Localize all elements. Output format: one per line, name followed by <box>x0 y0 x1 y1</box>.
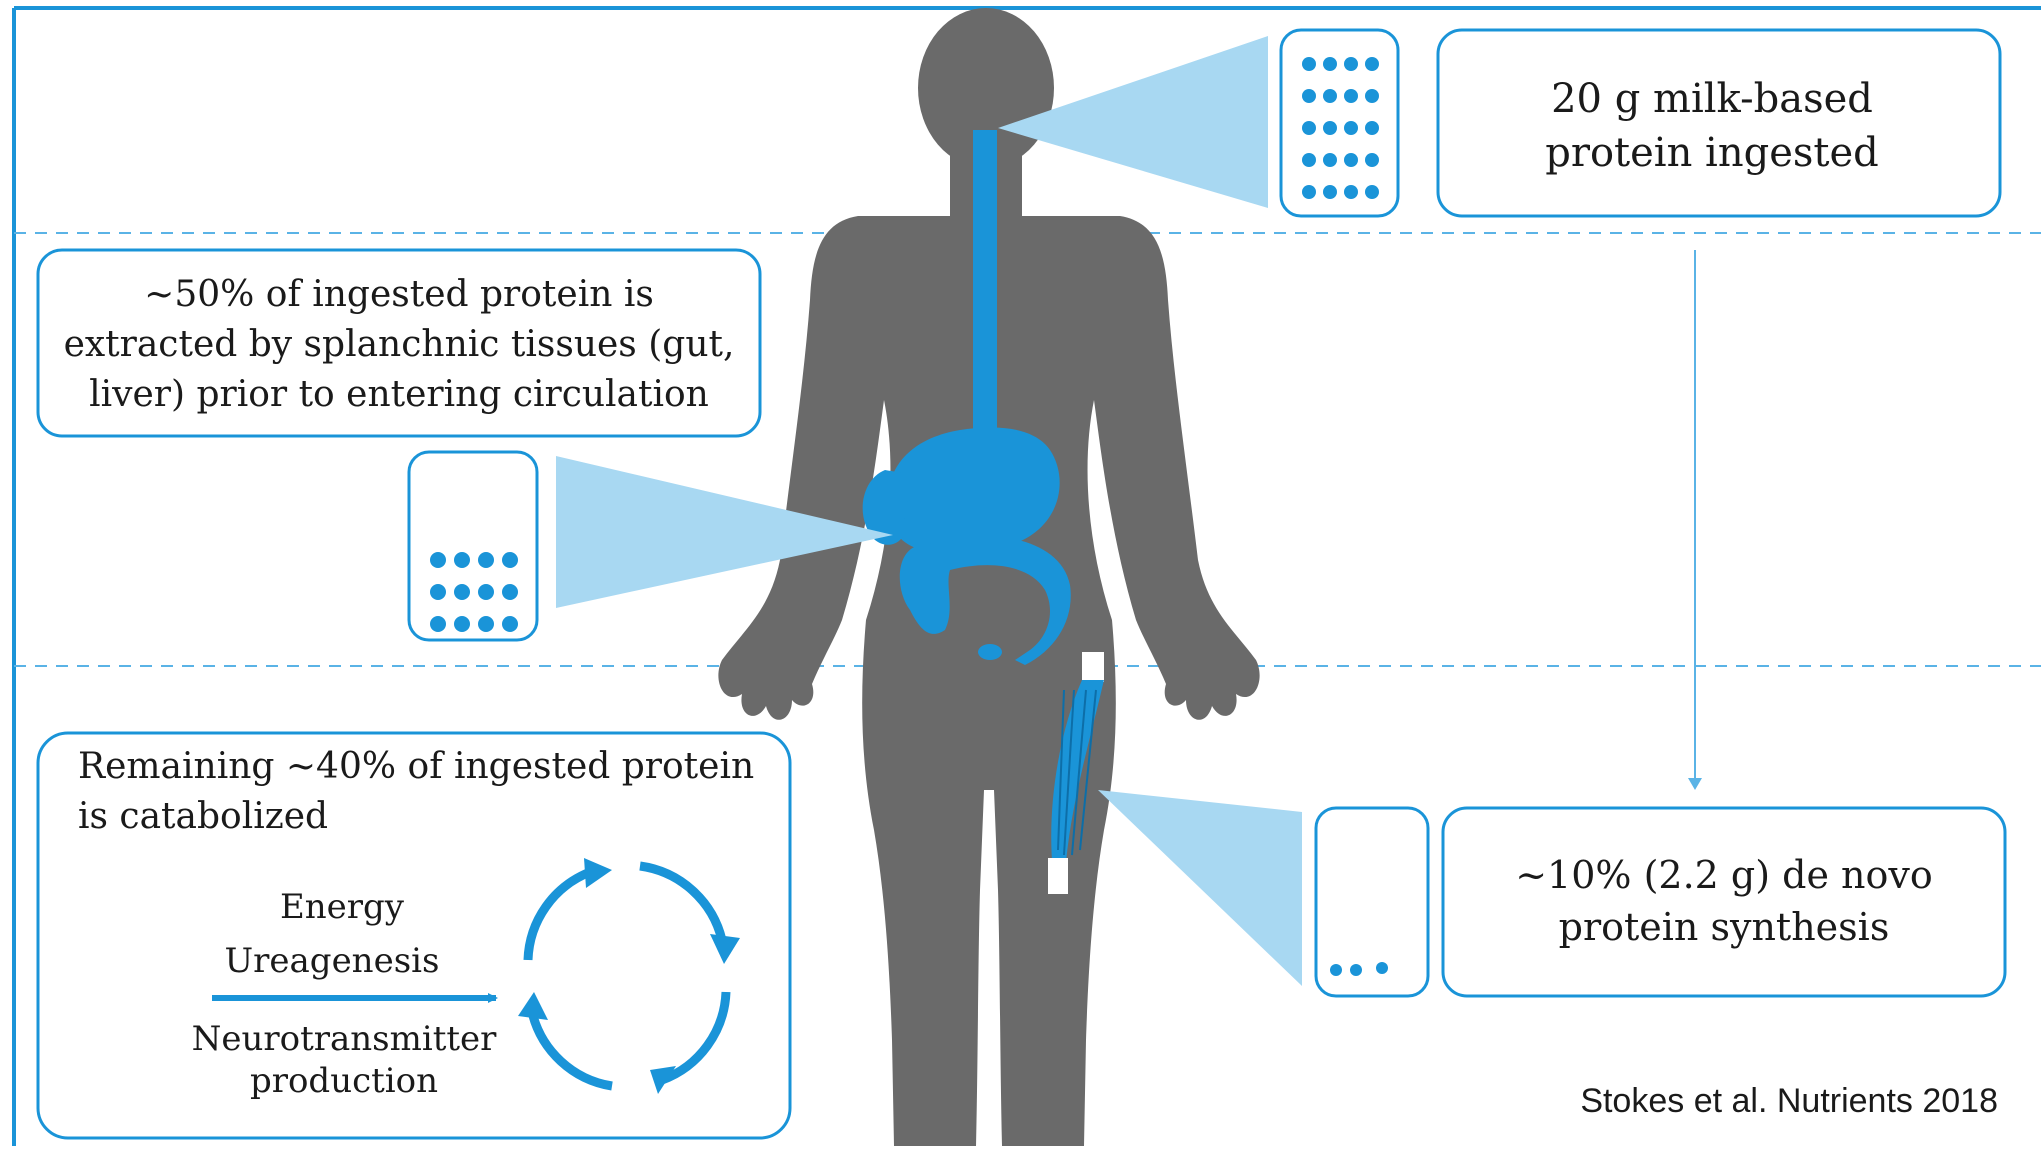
protein-dot <box>1302 89 1316 103</box>
protein-dot <box>454 552 470 568</box>
synthesis-line1: ~10% (2.2 g) de novo <box>1515 853 1933 897</box>
colon-end <box>978 644 1002 660</box>
protein-dot <box>430 552 446 568</box>
protein-dot <box>478 552 494 568</box>
protein-dot <box>1365 153 1379 167</box>
protein-dot <box>1302 57 1316 71</box>
box-ingested <box>1438 30 2000 216</box>
protein-dot <box>430 584 446 600</box>
citation: Stokes et al. Nutrients 2018 <box>1580 1082 1998 1120</box>
protein-dot <box>1302 153 1316 167</box>
catabolized-line2: is catabolized <box>78 796 328 837</box>
protein-dot <box>1302 121 1316 135</box>
synthesis-line2: protein synthesis <box>1559 905 1890 949</box>
box-synthesis <box>1443 808 2005 996</box>
protein-dot <box>454 616 470 632</box>
tendon-bottom <box>1048 858 1068 894</box>
protein-dot <box>1344 185 1358 199</box>
protein-dot <box>1323 89 1337 103</box>
cone-muscle <box>1098 790 1302 986</box>
protein-dot <box>430 616 446 632</box>
protein-dot <box>454 584 470 600</box>
fate-energy: Energy <box>280 887 405 927</box>
dot-panel-splanchnic <box>409 452 537 640</box>
protein-dot <box>1330 964 1342 976</box>
protein-dot <box>1365 57 1379 71</box>
protein-dot <box>478 584 494 600</box>
splanchnic-line3: liver) prior to entering circulation <box>89 374 709 415</box>
protein-dot <box>502 584 518 600</box>
protein-dot <box>478 616 494 632</box>
splanchnic-line1: ~50% of ingested protein is <box>144 274 654 315</box>
protein-dot <box>1365 121 1379 135</box>
protein-dot <box>1365 185 1379 199</box>
protein-dot <box>1344 89 1358 103</box>
protein-dot <box>1323 57 1337 71</box>
protein-dot <box>1365 89 1379 103</box>
catabolized-line1: Remaining ~40% of ingested protein <box>78 746 754 787</box>
protein-dot <box>1323 185 1337 199</box>
protein-dot <box>1344 57 1358 71</box>
protein-dot <box>1302 185 1316 199</box>
ingested-line1: 20 g milk-based <box>1551 76 1873 122</box>
connector-arrowhead <box>1688 778 1702 790</box>
protein-dot <box>1323 121 1337 135</box>
protein-dot <box>1376 962 1388 974</box>
splanchnic-line2: extracted by splanchnic tissues (gut, <box>64 324 735 365</box>
protein-dot <box>1323 153 1337 167</box>
ingested-line2: protein ingested <box>1545 130 1879 176</box>
protein-dot <box>502 616 518 632</box>
protein-dot <box>1350 964 1362 976</box>
fate-ureagenesis: Ureagenesis <box>225 941 440 981</box>
protein-dot <box>502 552 518 568</box>
dot-panel-ingested <box>1281 30 1398 216</box>
fate-production: production <box>250 1061 438 1101</box>
esophagus <box>973 130 997 440</box>
protein-dot <box>1344 153 1358 167</box>
fate-neurotransmitter: Neurotransmitter <box>192 1019 498 1059</box>
tendon-top <box>1082 652 1104 682</box>
protein-dot <box>1344 121 1358 135</box>
